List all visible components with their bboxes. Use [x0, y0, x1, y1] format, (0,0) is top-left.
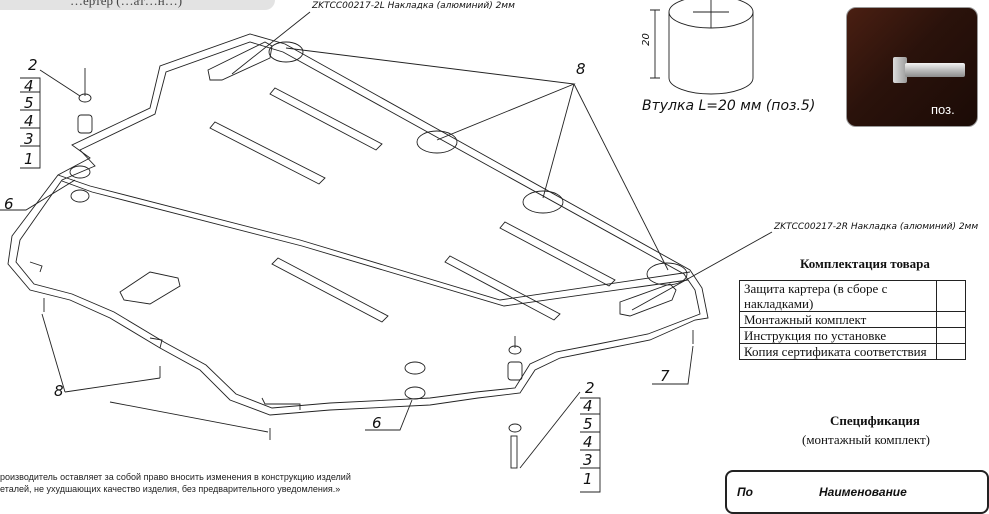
kit-item-qty	[936, 343, 966, 360]
callout-7: 7	[660, 367, 670, 385]
callout-left-2: 2	[28, 56, 38, 74]
kit-item-name: Копия сертификата соответствия	[739, 343, 937, 360]
callout-left-3: 3	[24, 130, 34, 148]
table-row: Монтажный комплект	[739, 311, 966, 328]
kit-table: Защита картера (в сборе с накладками) Мо…	[739, 280, 966, 360]
callout-right-5: 5	[583, 415, 593, 433]
callout-6-bottom: 6	[372, 414, 382, 432]
kit-item-name: Монтажный комплект	[739, 311, 937, 328]
callout-right-1: 1	[583, 470, 593, 488]
spec-subtitle: (монтажный комплект)	[802, 432, 931, 447]
cutout-window	[119, 271, 181, 305]
kit-item-qty	[936, 280, 966, 312]
kit-title: Комплектация товара	[800, 256, 930, 271]
callout-left-5: 5	[24, 94, 34, 112]
bushing-caption: Втулка L=20 мм (поз.5)	[642, 98, 816, 114]
skid-plate-outline	[7, 33, 709, 416]
callout-6-left: 6	[4, 195, 14, 213]
header-tag: …ертер (…ат…н…)	[0, 0, 275, 10]
front-lip-2	[61, 180, 689, 307]
front-lip	[57, 174, 691, 301]
callout-right-3: 3	[583, 451, 593, 469]
right-plate	[619, 283, 677, 317]
disclaimer: роизводитель оставляет за собой право вн…	[0, 471, 351, 495]
left-plate	[207, 41, 273, 81]
spec-title: Спецификация	[830, 413, 920, 428]
bolt-shaft	[905, 63, 965, 77]
callout-left-4b: 4	[24, 112, 34, 130]
spec-table-header: По Наименование	[725, 470, 989, 514]
table-row: Инструкция по установке	[739, 327, 966, 344]
callout-8-top: 8	[576, 60, 586, 78]
kit-item-qty	[936, 311, 966, 328]
callout-right-4b: 4	[583, 433, 593, 451]
photo-caption: поз.	[931, 102, 955, 117]
technical-drawing	[0, 0, 773, 493]
bolt-head	[893, 57, 907, 83]
header-tag-text: …ертер (…ат…н…)	[70, 0, 183, 8]
disclaimer-line-2: еталей, не ухудшающих качество изделия, …	[0, 484, 341, 494]
table-row: Защита картера (в сборе с накладками)	[739, 280, 966, 312]
table-row: Копия сертификата соответствия	[739, 343, 966, 360]
left-plate-label: ZKTCC00217-2L Накладка (алюминий) 2мм	[312, 1, 515, 11]
callout-left-1: 1	[24, 150, 34, 168]
disclaimer-line-1: роизводитель оставляет за собой право вн…	[0, 472, 351, 482]
callout-right-4a: 4	[583, 397, 593, 415]
skid-plate-inner-line	[15, 41, 701, 409]
kit-item-qty	[936, 327, 966, 344]
callout-8-left: 8	[54, 382, 64, 400]
callout-right-2: 2	[585, 379, 595, 397]
kit-item-name: Инструкция по установке	[739, 327, 937, 344]
callout-left-4a: 4	[24, 77, 34, 95]
bushing-dimension: 20	[640, 33, 652, 46]
right-plate-label: ZKTCC00217-2R Накладка (алюминий) 2мм	[774, 222, 979, 232]
spec-header-name: Наименование	[819, 485, 907, 499]
kit-item-name: Защита картера (в сборе с накладками)	[739, 280, 937, 312]
spec-header-pos: По	[737, 485, 753, 499]
bolt-photo: поз.	[846, 7, 978, 127]
